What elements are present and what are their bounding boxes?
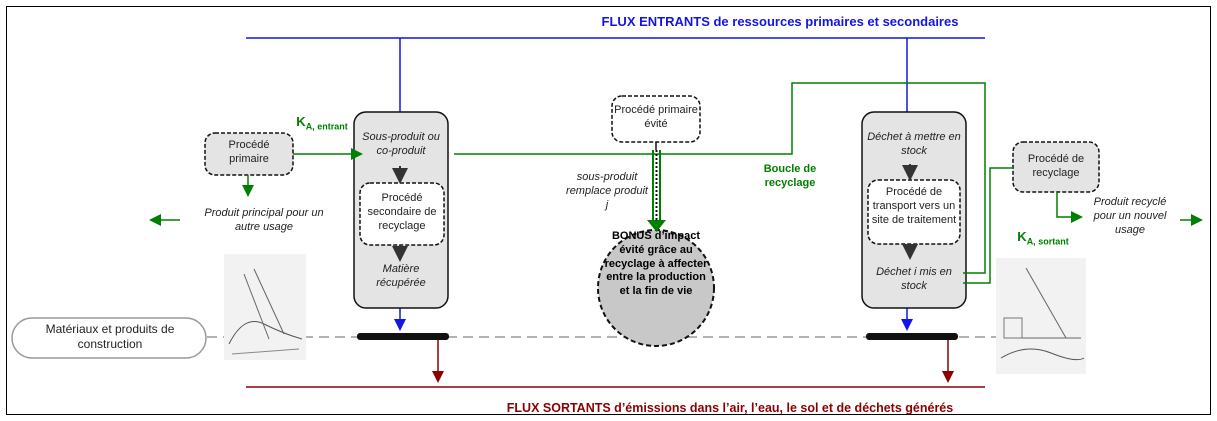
main-product-label: Produit principal pour un autre usage [204,207,324,233]
waste-stored-label: Déchet i mis en stock [876,266,952,292]
byproduct-label: Sous-produit ou co-produit [362,131,440,157]
ka-entrant-sub: A, entrant [305,121,348,132]
construction-sketch-right [996,258,1086,374]
materials-label: Matériaux et produits de construction [45,322,175,351]
diagram-frame [6,6,1211,415]
ka-sortant-label: KA, sortant [998,229,1088,248]
construction-sketch-left [224,254,306,360]
avoided-process-label: Procédé primaire évité [614,104,698,130]
recycling-loop-label: Boucle de recyclage [763,163,817,189]
ka-entrant-label: KA, entrant [282,114,362,133]
recycling-process-label: Procédé de recyclage [1027,153,1085,179]
ka-sortant-main: K [1017,229,1027,244]
materials-box [11,317,207,359]
waste-to-stock-label: Déchet à mettre en stock [867,131,961,157]
transport-process-label: Procédé de transport vers un site de tra… [871,186,957,226]
recycled-product-label: Produit recyclé pour un nouvel usage [1093,196,1167,236]
secondary-process-label: Procédé secondaire de recyclage [367,192,437,232]
outgoing-flow-title: FLUX SORTANTS d’émissions dans l’air, l’… [506,401,954,415]
replaces-label: sous-produit remplace produit j [566,171,648,211]
recovered-material-label: Matière récupérée [376,263,426,289]
ka-sortant-sub: A, sortant [1026,236,1069,247]
right-stock-bar [866,333,958,340]
bonus-label: BONUS d’impact évité grâce au recyclage … [604,230,708,297]
primary-process-label: Procédé primaire [228,139,270,165]
left-stock-bar [357,333,449,340]
ka-entrant-main: K [296,114,306,129]
incoming-flow-title: FLUX ENTRANTS de ressources primaires et… [601,14,959,29]
